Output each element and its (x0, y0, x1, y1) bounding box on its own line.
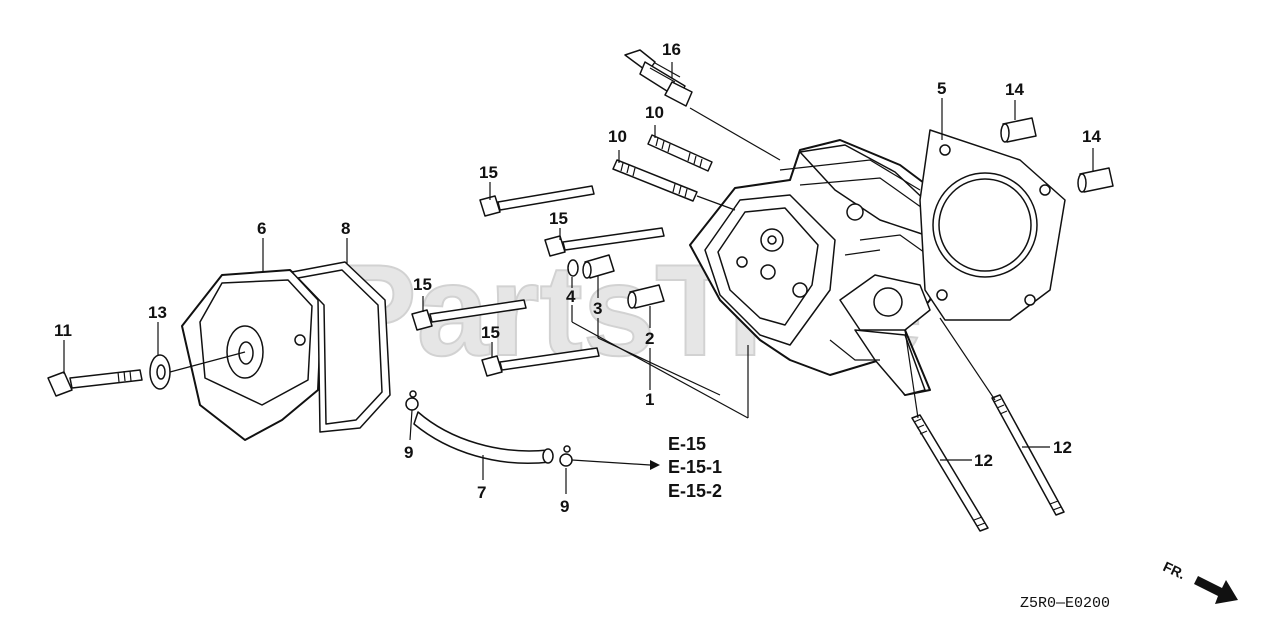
reference-e15: E-15 (668, 434, 706, 454)
spark-plug[interactable] (624, 49, 693, 107)
bolt[interactable] (47, 369, 143, 397)
callout-9: 9 (560, 497, 569, 516)
washer[interactable] (149, 354, 171, 390)
callout-2: 2 (645, 329, 654, 348)
callout-13: 13 (148, 303, 167, 322)
callout-11: 11 (54, 321, 72, 340)
tube-clip[interactable] (405, 390, 419, 411)
cylinder-head[interactable] (689, 139, 951, 396)
stud-bolt[interactable] (612, 159, 698, 202)
callout-6: 6 (257, 219, 266, 238)
callout-4: 4 (566, 287, 576, 306)
dowel[interactable] (627, 284, 665, 309)
stud-bolt-long[interactable] (911, 414, 989, 532)
tube-clip[interactable] (559, 445, 573, 467)
callout-9: 9 (404, 443, 413, 462)
reference-labels: E-15 E-15-1 E-15-2 (668, 434, 722, 501)
stud-bolt-long[interactable] (991, 394, 1065, 516)
callout-14: 14 (1082, 127, 1101, 146)
head-cover-gasket[interactable] (291, 261, 391, 433)
callout-3: 3 (593, 299, 602, 318)
flange-bolt[interactable] (411, 299, 527, 331)
reference-e15-1: E-15-1 (668, 457, 722, 477)
callout-14: 14 (1005, 80, 1024, 99)
front-direction-indicator: FR. (1161, 558, 1238, 604)
callout-12: 12 (1053, 438, 1072, 457)
callout-15: 15 (549, 209, 568, 228)
head-cover[interactable] (181, 269, 323, 441)
collar[interactable] (582, 254, 615, 279)
callout-15: 15 (413, 275, 432, 294)
washer[interactable] (567, 259, 579, 277)
callout-10: 10 (608, 127, 627, 146)
breather-tube[interactable] (413, 411, 554, 464)
leader-lines (63, 62, 1094, 494)
callout-15: 15 (481, 323, 500, 342)
diagram-code: Z5R0—E0200 (1020, 595, 1110, 612)
callout-5: 5 (937, 79, 946, 98)
dowel-pin[interactable] (1000, 117, 1037, 143)
flange-bolt[interactable] (544, 227, 665, 257)
callout-8: 8 (341, 219, 350, 238)
direction-label: FR. (1161, 558, 1188, 582)
reference-e15-2: E-15-2 (668, 481, 722, 501)
callout-12: 12 (974, 451, 993, 470)
dowel-pin[interactable] (1077, 167, 1114, 193)
head-gasket[interactable] (919, 129, 1066, 321)
callout-10: 10 (645, 103, 664, 122)
arrow-right-icon (1194, 576, 1238, 604)
flange-bolt[interactable] (479, 185, 595, 217)
callout-labels: 16 10 10 5 14 14 15 15 15 15 4 3 2 1 6 8… (54, 40, 1101, 516)
flange-bolt[interactable] (481, 347, 600, 377)
callout-15: 15 (479, 163, 498, 182)
stud-bolt[interactable] (647, 134, 713, 172)
callout-7: 7 (477, 483, 486, 502)
callout-1: 1 (645, 390, 654, 409)
callout-16: 16 (662, 40, 681, 59)
